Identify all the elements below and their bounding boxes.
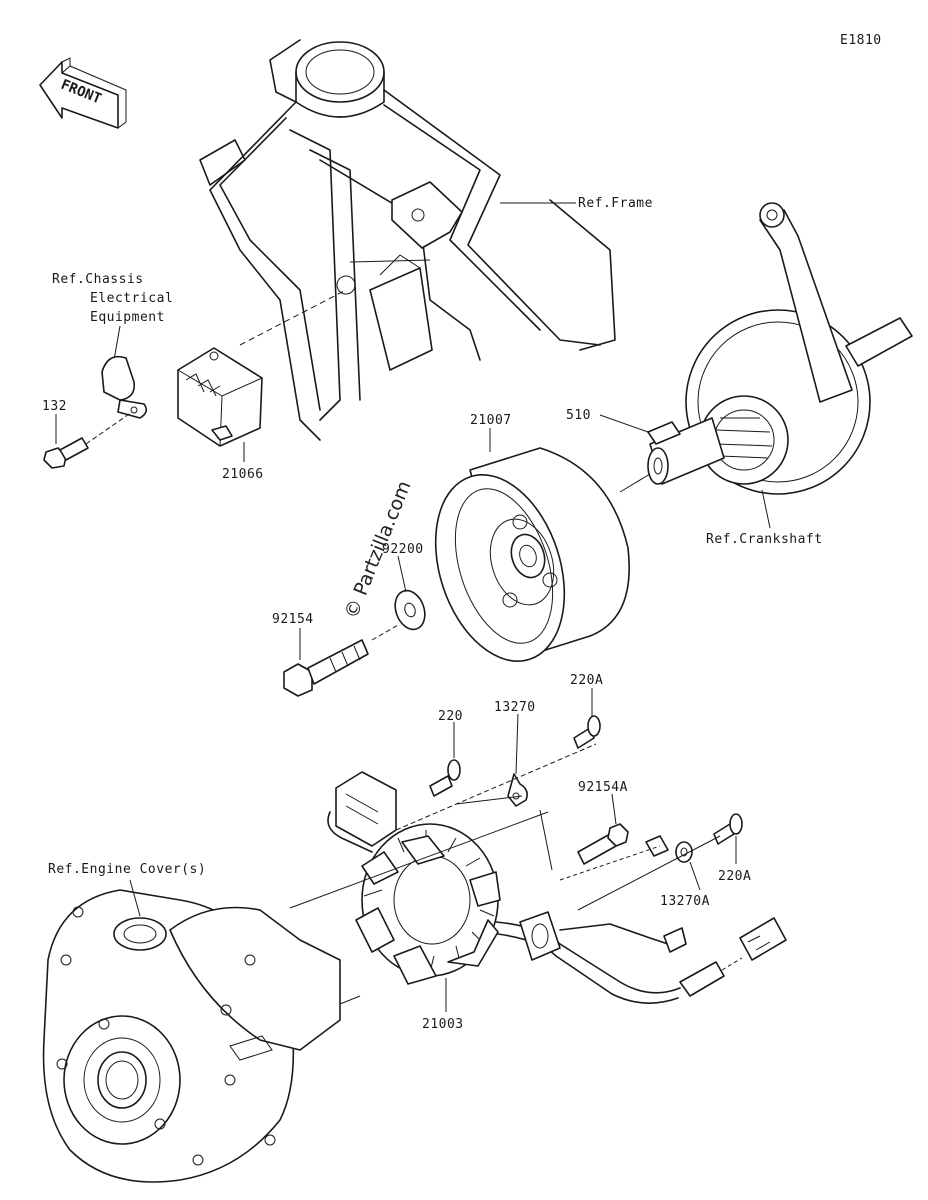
front-arrow-icon: FRONT <box>39 57 127 129</box>
ref-chassis-label-3: Equipment <box>90 310 165 325</box>
clamp-part <box>101 355 148 419</box>
ref-frame-label: Ref.Frame <box>578 196 653 211</box>
part-92200-label: 92200 <box>382 542 424 557</box>
frame-drawing <box>199 39 616 441</box>
bolt-92154 <box>283 639 369 697</box>
flywheel-21007 <box>434 447 630 662</box>
part-21007-label: 21007 <box>470 413 512 428</box>
part-13270-label: 13270 <box>494 700 536 715</box>
crankshaft-drawing <box>647 202 913 495</box>
screw-220 <box>429 759 461 797</box>
ref-crankshaft-label: Ref.Crankshaft <box>706 532 823 547</box>
ref-chassis-label-2: Electrical <box>90 291 173 306</box>
part-13270A-label: 13270A <box>660 894 710 909</box>
bolt-132 <box>43 437 89 469</box>
clamp-13270 <box>507 773 528 807</box>
part-510-label: 510 <box>566 408 591 423</box>
engine-cover <box>42 889 341 1183</box>
part-92154A-label: 92154A <box>578 780 628 795</box>
pickup-coil <box>327 771 397 853</box>
wiring-harness <box>495 911 787 1004</box>
part-132-label: 132 <box>42 399 67 414</box>
part-92154-label: 92154 <box>272 612 314 627</box>
bolt-92154A <box>577 823 629 865</box>
part-21066-label: 21066 <box>222 467 264 482</box>
clamp-13270A <box>645 835 693 863</box>
part-220-label: 220 <box>438 709 463 724</box>
washer-92200 <box>394 589 426 631</box>
ref-chassis-label-1: Ref.Chassis <box>52 272 144 287</box>
ref-engine-cover-label: Ref.Engine Cover(s) <box>48 862 206 877</box>
diagram-code: E1810 <box>840 33 882 48</box>
part-220A-right-label: 220A <box>718 869 751 884</box>
screw-220A-top <box>573 715 601 749</box>
key-510 <box>647 421 681 445</box>
screw-220A-right <box>713 813 743 845</box>
part-220A-top-label: 220A <box>570 673 603 688</box>
regulator-21066 <box>177 347 263 447</box>
stator-21003 <box>355 823 501 985</box>
part-21003-label: 21003 <box>422 1017 464 1032</box>
